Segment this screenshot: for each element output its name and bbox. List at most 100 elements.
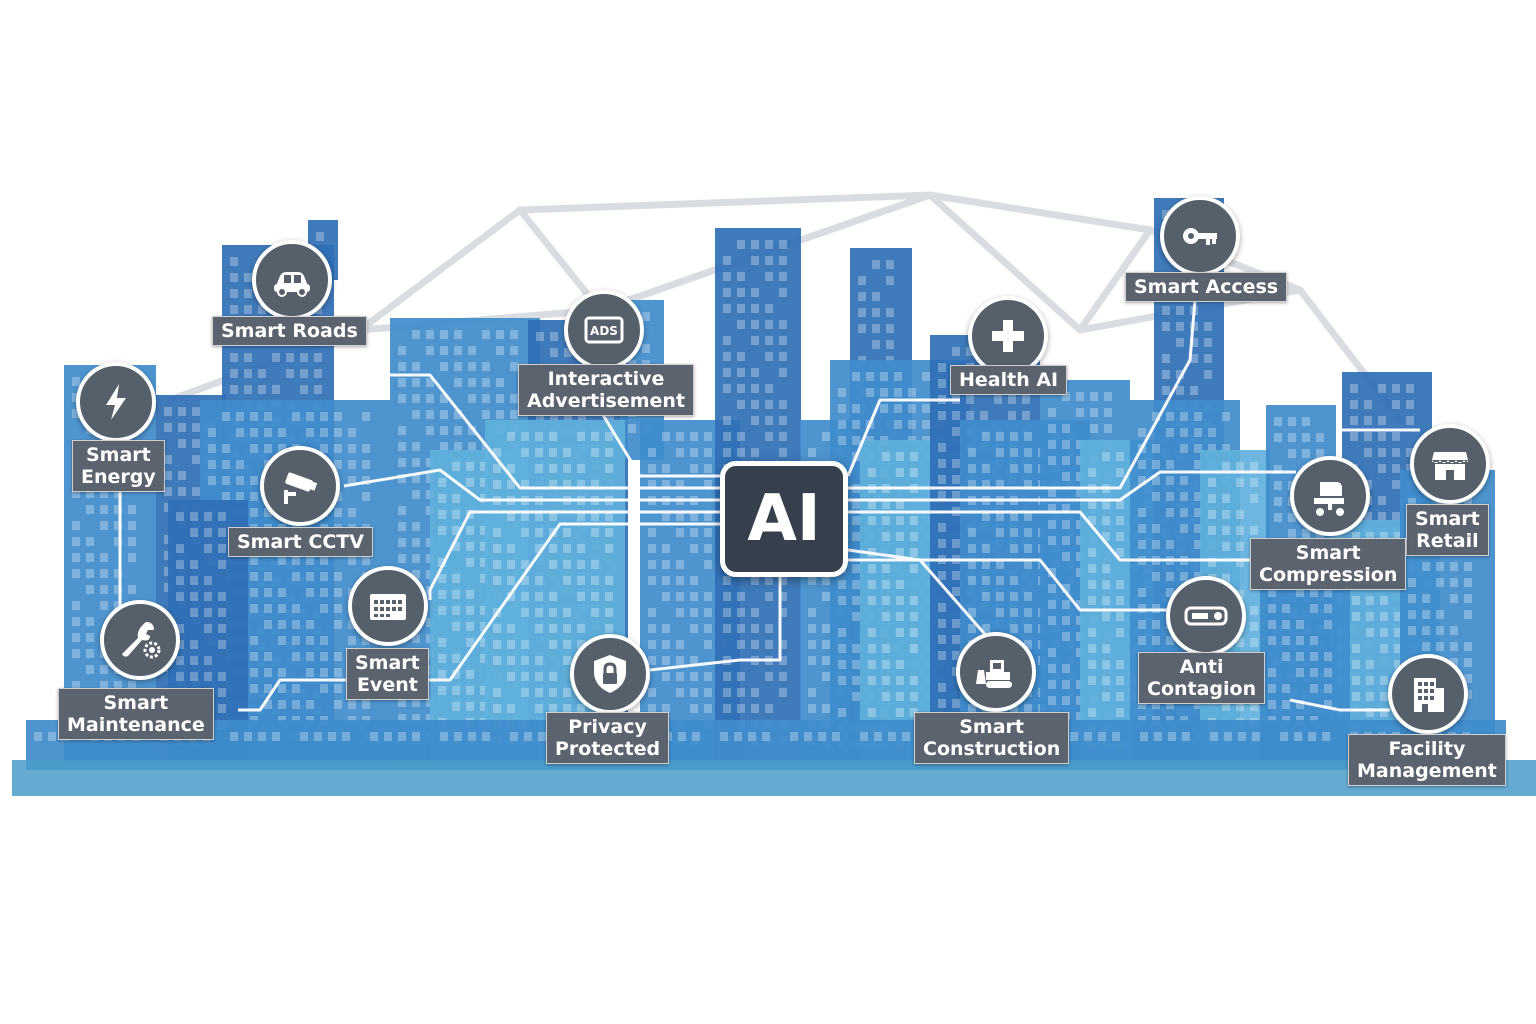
building-window — [493, 464, 501, 473]
building-window — [535, 512, 543, 521]
building-window — [1102, 676, 1110, 685]
building-window — [577, 624, 585, 633]
building-window — [549, 592, 557, 601]
building-window — [440, 394, 448, 403]
building-window — [320, 444, 328, 453]
building-window — [1166, 508, 1174, 517]
building-window — [535, 592, 543, 601]
building-window — [896, 452, 904, 461]
building-window — [176, 592, 184, 601]
building-window — [872, 340, 880, 349]
building-window — [521, 560, 529, 569]
building-window — [1380, 596, 1388, 605]
building-window — [535, 432, 543, 441]
building-window — [230, 353, 238, 362]
building-window — [264, 428, 272, 437]
building-window — [779, 672, 787, 681]
building-window — [1302, 417, 1310, 426]
building-window — [1394, 532, 1402, 541]
building-window — [1204, 370, 1212, 379]
building-window — [412, 570, 420, 579]
building-window — [1090, 408, 1098, 417]
building-window — [591, 608, 599, 617]
building-window — [466, 686, 474, 695]
building-window — [737, 608, 745, 617]
building-window — [482, 410, 490, 419]
building-window — [1350, 416, 1358, 425]
building-window — [858, 276, 866, 285]
building-window — [496, 394, 504, 403]
building-window — [507, 624, 515, 633]
building-window — [164, 423, 172, 432]
building-window — [264, 508, 272, 517]
building-window — [236, 412, 244, 421]
building-window — [1116, 676, 1124, 685]
building-window — [236, 460, 244, 469]
building-window — [48, 732, 56, 741]
building-window — [591, 576, 599, 585]
building-window — [72, 633, 80, 642]
building-window — [164, 455, 172, 464]
building-window — [1190, 386, 1198, 395]
building-window — [208, 428, 216, 437]
building-window — [1116, 532, 1124, 541]
building-window — [952, 651, 960, 660]
building-window — [1310, 588, 1318, 597]
building-window — [1010, 448, 1018, 457]
building-window — [438, 526, 446, 535]
building-window — [996, 512, 1004, 521]
building-window — [662, 640, 670, 649]
building-window — [894, 420, 902, 429]
building-window — [250, 412, 258, 421]
building-window — [779, 432, 787, 441]
building-window — [86, 505, 94, 514]
building-window — [737, 640, 745, 649]
building-window — [176, 656, 184, 665]
building-window — [1378, 448, 1386, 457]
building-window — [549, 608, 557, 617]
building-window — [264, 652, 272, 661]
building-window — [1282, 684, 1290, 693]
building-window — [1274, 417, 1282, 426]
building-window — [1152, 460, 1160, 469]
building-window — [648, 544, 656, 553]
building-window — [334, 460, 342, 469]
smart-access-label: Smart Access — [1125, 272, 1288, 302]
building-window — [910, 644, 918, 653]
building-window — [996, 432, 1004, 441]
building-window — [362, 460, 370, 469]
shield-lock-icon — [570, 634, 650, 714]
building-window — [852, 676, 860, 685]
building-window — [426, 346, 434, 355]
building-window — [1464, 498, 1472, 507]
building-window — [412, 698, 420, 707]
building-window — [370, 732, 378, 741]
building-window — [808, 640, 816, 649]
building-window — [218, 592, 226, 601]
building-window — [910, 628, 918, 637]
building-window — [1252, 732, 1260, 741]
building-window — [1180, 572, 1188, 581]
building-window — [822, 656, 830, 665]
building-window — [1048, 584, 1056, 593]
building-window — [910, 596, 918, 605]
building-window — [438, 590, 446, 599]
building-window — [1222, 412, 1230, 421]
building-window — [1022, 411, 1030, 420]
building-window — [440, 426, 448, 435]
building-window — [1048, 536, 1056, 545]
building-window — [438, 478, 446, 487]
building-window — [751, 256, 759, 265]
building-window — [968, 624, 976, 633]
building-window — [1316, 449, 1324, 458]
building-window — [258, 385, 266, 394]
building-window — [1104, 392, 1112, 401]
building-window — [1138, 540, 1146, 549]
building-window — [278, 428, 286, 437]
building-window — [1302, 449, 1310, 458]
building-window — [982, 464, 990, 473]
building-window — [535, 704, 543, 713]
building-window — [398, 346, 406, 355]
building-window — [737, 384, 745, 393]
building-window — [535, 464, 543, 473]
